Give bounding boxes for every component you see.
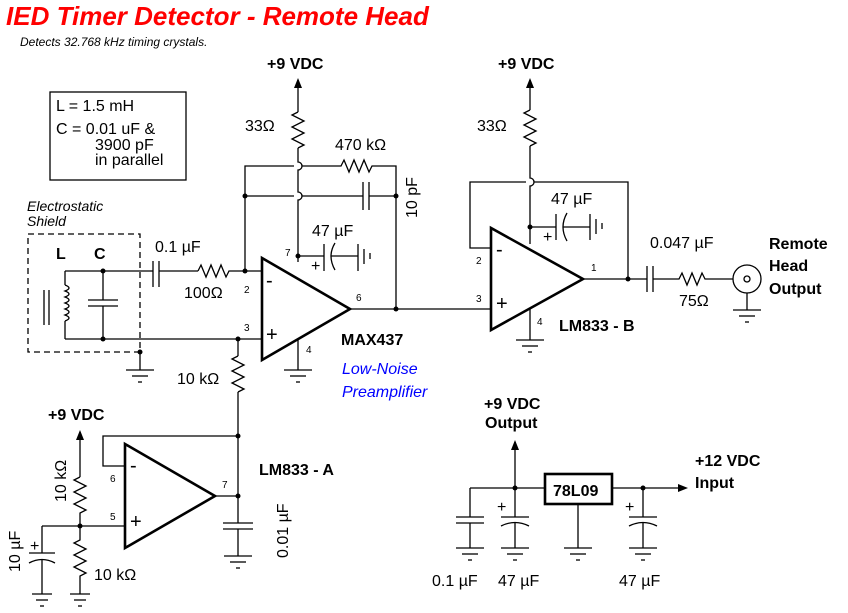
regulator-label: 78L09 [553, 483, 598, 500]
inv-sign: - [496, 239, 503, 261]
pin-label: 6 [356, 293, 362, 304]
pin-label: 7 [222, 480, 228, 491]
pin-label: 4 [537, 317, 543, 328]
pin-label: 4 [306, 345, 312, 356]
spec-line4: in parallel [95, 152, 163, 169]
max437-label: MAX437 [341, 332, 403, 349]
opamp-lm833-a: - + 6 5 7 [110, 441, 228, 551]
preamp-r33-value: 33Ω [245, 118, 275, 135]
input-capacitor [150, 261, 198, 287]
output-resistor-value: 75Ω [679, 293, 709, 310]
inv-sign: - [130, 455, 137, 477]
divider-bottom-value: 10 kΩ [94, 567, 136, 584]
preamp-supply-label: +9 VDC [267, 56, 324, 73]
lm833b-label: LM833 - B [559, 318, 635, 335]
bias-supply-label: +9 VDC [48, 407, 105, 424]
input-cap-value: 0.1 µF [155, 239, 201, 256]
reg-cap2-plus: + [497, 499, 506, 516]
divider-top-value: 10 kΩ [53, 460, 70, 502]
spec-line3: 3900 pF [95, 137, 154, 154]
output-label-2: Head [769, 258, 808, 275]
reg-out-label-1: +9 VDC [484, 396, 541, 413]
pin-label: 3 [476, 294, 482, 305]
reg-cap3-value: 47 µF [619, 573, 660, 590]
shield-label-2: Shield [27, 213, 67, 229]
spec-box: L = 1.5 mH C = 0.01 uF & 3900 pF in para… [49, 91, 187, 181]
inductor-L [43, 271, 70, 339]
buffer-decoupling-plus: + [543, 229, 552, 246]
buffer-supply-label: +9 VDC [498, 56, 555, 73]
pin-label: 2 [476, 256, 482, 267]
lm833a-label: LM833 - A [259, 462, 334, 479]
output-label-3: Output [769, 281, 822, 298]
shield-C-label: C [94, 246, 106, 263]
div-cap-plus: + [30, 538, 39, 555]
reg-cap3-plus: + [625, 499, 634, 516]
preamp-desc-2: Preamplifier [342, 384, 428, 401]
feedback-resistor-value: 470 kΩ [335, 137, 386, 154]
output-cap-value: 0.047 µF [650, 235, 714, 252]
input-resistor-value: 100Ω [184, 285, 223, 302]
ref-cap-value: 0.01 µF [275, 503, 292, 558]
page-title: IED Timer Detector - Remote Head [6, 1, 430, 31]
spec-line2: C = 0.01 uF & [56, 121, 155, 138]
reg-cap2-value: 47 µF [498, 573, 539, 590]
noninv-sign: + [496, 293, 508, 315]
noninv-sign: + [130, 511, 142, 533]
noninv-sign: + [266, 324, 278, 346]
buffer-decoupling-value: 47 µF [551, 191, 592, 208]
input-resistor [197, 263, 262, 279]
reg-cap1-value: 0.1 µF [432, 573, 478, 590]
reg-out-label-2: Output [485, 415, 538, 432]
reg-in-label-1: +12 VDC [695, 453, 761, 470]
electrostatic-shield: Electrostatic Shield L C [27, 198, 141, 353]
pin-label: 5 [110, 512, 116, 523]
ground-symbol [126, 352, 154, 383]
output-label-1: Remote [769, 236, 828, 253]
bias-resistor-value: 10 kΩ [177, 371, 219, 388]
feedback-cap-value: 10 pF [404, 177, 421, 218]
pin-label: 3 [244, 323, 250, 334]
buffer-r33-value: 33Ω [477, 118, 507, 135]
preamp-decoupling-value: 47 µF [312, 223, 353, 240]
reg-in-label-2: Input [695, 475, 735, 492]
pin-label: 1 [591, 263, 597, 274]
subtitle: Detects 32.768 kHz timing crystals. [20, 35, 207, 49]
spec-line1: L = 1.5 mH [56, 98, 134, 115]
shield-L-label: L [56, 246, 66, 263]
pin-label: 7 [285, 248, 291, 259]
preamp-desc-1: Low-Noise [342, 361, 418, 378]
shield-label-1: Electrostatic [27, 198, 103, 214]
preamp-decoupling-plus: + [311, 258, 320, 275]
opamp-lm833-b: - + 2 3 1 4 [476, 225, 597, 333]
pin-label: 6 [110, 474, 116, 485]
capacitor-C [88, 271, 118, 339]
coax-connector-icon [732, 264, 762, 294]
pin-label: 2 [244, 285, 250, 296]
inv-sign: - [266, 270, 273, 292]
opamp-max437: - + 2 3 6 7 4 [244, 248, 362, 363]
divider-cap-value: 10 µF [7, 531, 24, 572]
